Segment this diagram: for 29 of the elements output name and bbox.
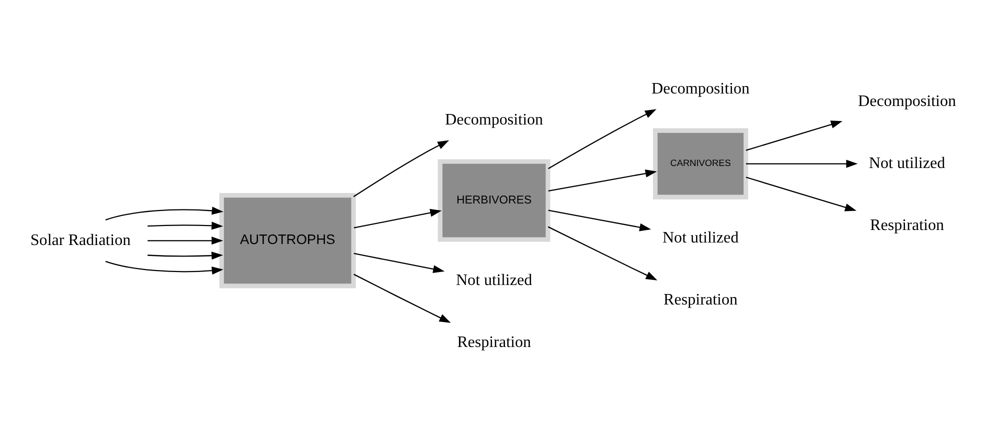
arrow bbox=[548, 226, 658, 280]
node-box: AUTOTROPHS bbox=[219, 193, 356, 288]
arrow bbox=[354, 274, 451, 323]
arrow bbox=[353, 140, 450, 198]
arrow bbox=[105, 260, 224, 275]
arrow bbox=[148, 236, 224, 245]
node-text: Decomposition bbox=[445, 111, 544, 128]
arrow bbox=[148, 222, 224, 230]
arrow bbox=[548, 210, 652, 232]
node-text: Solar Radiation bbox=[30, 232, 131, 249]
node-text: Respiration bbox=[664, 292, 738, 309]
node-text: Not utilized bbox=[456, 272, 532, 290]
node-text: Not utilized bbox=[662, 230, 739, 247]
arrow bbox=[548, 109, 656, 170]
arrow bbox=[746, 160, 858, 168]
node-box: CARNIVORES bbox=[652, 128, 748, 200]
arrow bbox=[105, 206, 224, 220]
node-text: Respiration bbox=[457, 334, 532, 352]
arrow bbox=[746, 120, 842, 151]
node-box: HERBIVORES bbox=[438, 159, 550, 242]
node-text: Decomposition bbox=[652, 80, 750, 98]
node-text: Decomposition bbox=[858, 93, 956, 110]
arrow bbox=[354, 208, 442, 228]
arrow bbox=[354, 252, 445, 274]
arrow bbox=[548, 170, 657, 192]
arrow bbox=[746, 176, 856, 212]
node-text: Respiration bbox=[870, 216, 944, 234]
node-text: Not utilized bbox=[868, 155, 946, 172]
arrow bbox=[148, 252, 224, 260]
